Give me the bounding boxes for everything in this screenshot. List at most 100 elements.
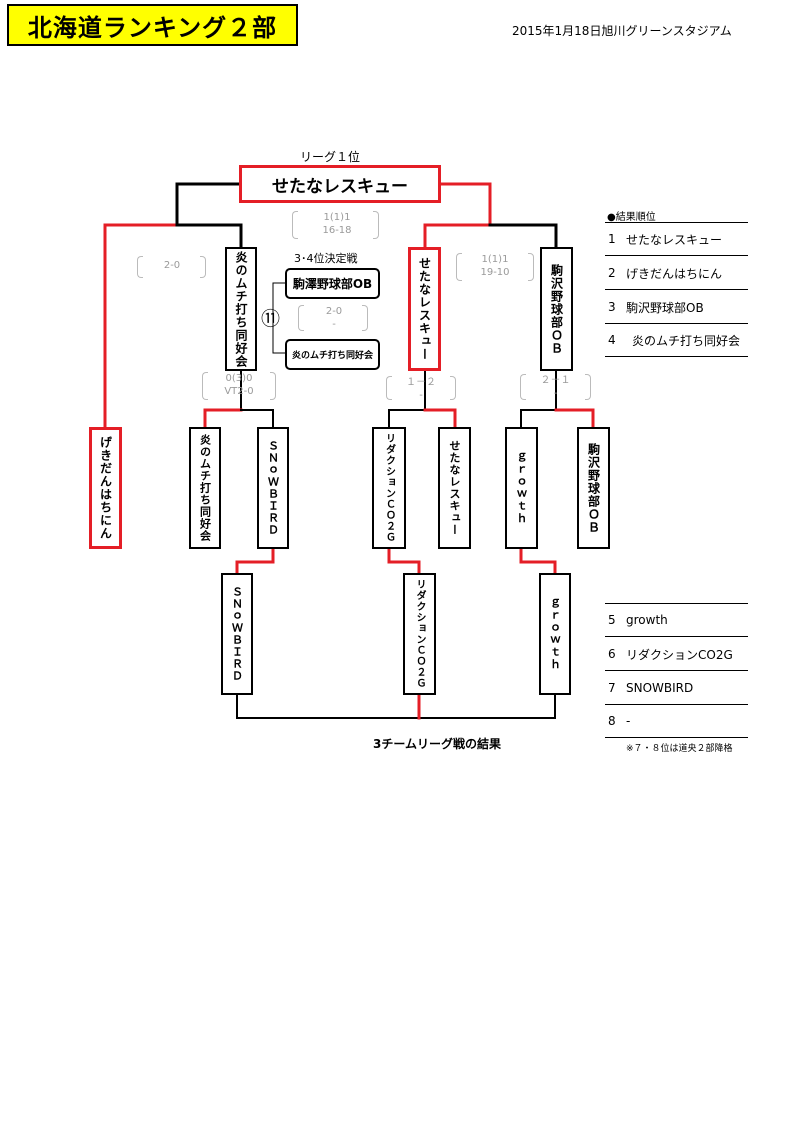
page-title-box: 北海道ランキング２部 (7, 4, 298, 46)
league-first-label: リーグ１位 (300, 150, 361, 164)
line-to-league-3 (519, 546, 557, 576)
line-final-left (175, 182, 242, 227)
result-rank: 8 (608, 714, 616, 728)
result-rank: 7 (608, 681, 616, 695)
r1-team-1-name: げきだんはちにん (98, 436, 113, 540)
results-note: ※７・８位は道央２部降格 (626, 744, 733, 754)
line-r1a-loser (240, 409, 274, 429)
results-top-list: 1 せたなレスキュー 2 げきだんはちにん 3 駒沢野球部OB 4 炎のムチ打ち… (605, 222, 748, 358)
score-bracket-left (292, 211, 298, 239)
r1a-bracket-r (270, 372, 276, 400)
r1c-score-line-1: ２－１ (540, 375, 571, 386)
r1b-score-line-1: １－２ (406, 377, 436, 388)
final-score-line-2: 16-18 (322, 225, 352, 236)
line-semi-left-winner (103, 223, 179, 430)
line-semi-right-winner (423, 223, 492, 250)
result-row: 1 せたなレスキュー (605, 223, 748, 256)
champion-box: せたなレスキュー (239, 165, 441, 203)
line-r1c-loser (520, 409, 557, 429)
r1-team-5: せたなレスキュー (438, 427, 471, 549)
result-team: 炎のムチ打ち同好会 (632, 333, 741, 348)
r1-team-6: ｇｒｏｗｔｈ (505, 427, 538, 549)
result-team: リダクションCO2G (626, 647, 733, 662)
result-row: 5 growth (605, 604, 748, 637)
r1c-bracket-r (585, 374, 591, 400)
r1a-score-line-1: 0(3)0 (225, 373, 253, 384)
r1a-score-line-2: VT2-0 (224, 386, 254, 397)
results-bottom-list: 5 growth 6 リダクションCO2G 7 SNOWBIRD 8 - (605, 603, 748, 739)
line-league-right (418, 693, 556, 719)
result-rank: 6 (608, 647, 616, 661)
final-score-line-1: 1(1)1 (323, 212, 351, 223)
semi-right-bracket-l (456, 253, 462, 281)
third-bracket-right (362, 305, 368, 331)
champion-name: せたなレスキュー (272, 176, 408, 197)
third-team-b-name: 炎のムチ打ち同好会 (291, 351, 373, 361)
third-place-label: 3･4位決定戦 (294, 252, 358, 265)
league-team-1-name: ＳＮｏＷＢＩＲＤ (230, 586, 244, 682)
line-semi-left-loser (175, 223, 243, 250)
date-venue: 2015年1月18日旭川グリーンスタジアム (512, 24, 732, 38)
line-semi-right-loser (488, 223, 558, 250)
third-score-line-1: 2-0 (325, 306, 343, 317)
r1b-score: １－２ - (392, 376, 450, 402)
r2-team-1: 炎のムチ打ち同好会 (225, 247, 257, 371)
result-row: 7 SNOWBIRD (605, 672, 748, 705)
semi-left-score: 2-0 (163, 260, 181, 271)
league-team-2-name: リダクションＣＯ２Ｇ (414, 579, 425, 689)
r1-team-5-name: せたなレスキュー (448, 440, 461, 536)
r1c-score: ２－１ - (526, 374, 585, 400)
r1-team-1: げきだんはちにん (89, 427, 122, 549)
line-r1b-winner (423, 408, 457, 430)
semi-right-score-line-1: 1(1)1 (481, 254, 509, 265)
third-score: 2-0 - (306, 305, 362, 331)
league-team-3: ｇｒｏｗｔｈ (539, 573, 571, 695)
r1-team-4-name: リダクションＣＯ２Ｇ (383, 433, 395, 543)
r1b-score-line-2: - (419, 390, 423, 401)
page-title: 北海道ランキング２部 (27, 13, 278, 42)
r1-team-6-name: ｇｒｏｗｔｈ (515, 452, 528, 524)
result-row: 4 炎のムチ打ち同好会 (605, 324, 748, 357)
r1c-score-line-2: - (553, 388, 558, 399)
r1-team-7: 駒沢野球部ＯＢ (577, 427, 610, 549)
r1c-bracket-l (520, 374, 526, 400)
result-rank: 1 (608, 232, 616, 246)
line-r1a-winner (203, 408, 243, 430)
result-rank: 3 (608, 300, 616, 314)
result-rank: 5 (608, 613, 616, 627)
league-result-label: 3チームリーグ戦の結果 (373, 737, 501, 751)
result-rank: 4 (608, 333, 616, 347)
result-team: せたなレスキュー (626, 232, 723, 247)
semi-left-bracket-l (137, 256, 143, 278)
line-third-place (272, 282, 286, 354)
r1-team-4: リダクションＣＯ２Ｇ (372, 427, 406, 549)
line-league-left (236, 693, 420, 719)
r2-team-1-name: 炎のムチ打ち同好会 (234, 250, 248, 368)
semi-right-bracket-r (528, 253, 534, 281)
result-team: 駒沢野球部OB (626, 300, 704, 315)
third-team-a: 駒澤野球部OB (285, 268, 380, 299)
final-score: 1(1)1 16-18 (300, 211, 374, 237)
r1-team-2-name: 炎のムチ打ち同好会 (198, 434, 212, 542)
result-row: 3 駒沢野球部OB (605, 291, 748, 324)
line-r1b-loser (388, 409, 426, 429)
r1-team-2: 炎のムチ打ち同好会 (189, 427, 221, 549)
game-number: ⑪ (261, 308, 281, 330)
league-team-2: リダクションＣＯ２Ｇ (403, 573, 436, 695)
r1-team-3-name: ＳＮｏＷＢＩＲＤ (266, 440, 280, 536)
line-r1c-winner (554, 408, 595, 430)
result-rank: 2 (608, 266, 616, 280)
result-team: げきだんはちにん (626, 266, 723, 281)
third-score-line-2: - (332, 319, 336, 330)
r1-team-7-name: 駒沢野球部ＯＢ (586, 442, 601, 534)
result-team: SNOWBIRD (626, 681, 694, 695)
result-row: 2 げきだんはちにん (605, 257, 748, 290)
r1a-bracket-l (202, 372, 208, 400)
third-team-b: 炎のムチ打ち同好会 (285, 339, 380, 370)
third-bracket-left (298, 305, 304, 331)
semi-right-score-line-2: 19-10 (480, 267, 510, 278)
results-heading: ●結果順位 (607, 212, 656, 223)
result-team: - (626, 714, 631, 728)
r1a-score: 0(3)0 VT2-0 (208, 372, 270, 398)
